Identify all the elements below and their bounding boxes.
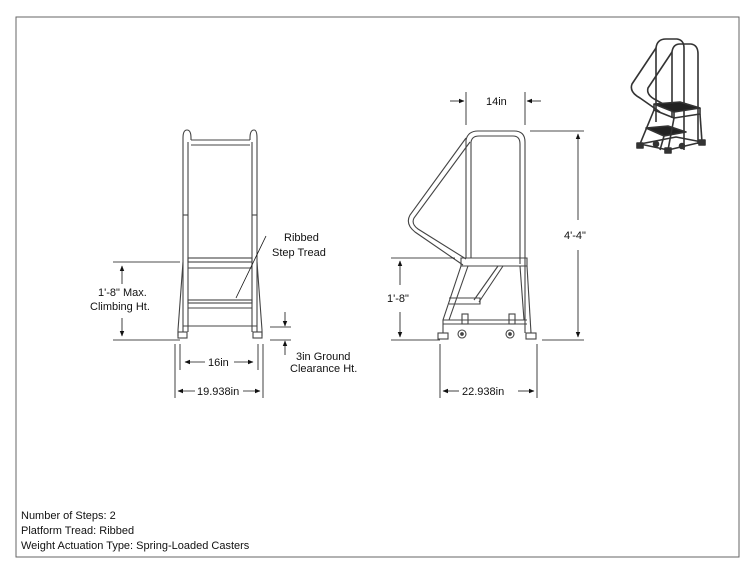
spec-weight-actuation: Weight Actuation Type: Spring-Loaded Cas… (21, 540, 250, 552)
spec-number-of-steps: Number of Steps: 2 (21, 510, 116, 522)
front-view-dimensions (113, 261, 291, 398)
ground-clearance-line2: Clearance Ht. (290, 363, 357, 375)
side-view-ladder (407, 130, 537, 340)
inner-width-label: 16in (208, 357, 229, 369)
ribbed-callout-line2: Step Tread (272, 247, 326, 259)
ground-clearance-line1: 3in Ground (296, 351, 350, 363)
max-climb-label-line1: 1'-8" Max. (98, 287, 147, 299)
top-depth-label: 14in (486, 96, 507, 108)
overall-height-label: 4'-4" (564, 230, 586, 242)
front-view-labels: Ribbed Step Tread 1'-8" Max. Climbing Ht… (90, 232, 357, 398)
side-view-labels: 14in 4'-4" 1'-8" 22.938in (387, 96, 586, 398)
isometric-ladder-thumbnail (630, 38, 706, 154)
ribbed-callout-line1: Ribbed (284, 232, 319, 244)
max-climb-label-line2: Climbing Ht. (90, 301, 150, 313)
side-view-dimensions (391, 92, 584, 398)
step-height-label: 1'-8" (387, 293, 409, 305)
spec-platform-tread: Platform Tread: Ribbed (21, 525, 135, 537)
overall-width-label: 19.938in (197, 386, 239, 398)
overall-depth-label: 22.938in (462, 386, 504, 398)
front-view-ladder (177, 129, 267, 339)
